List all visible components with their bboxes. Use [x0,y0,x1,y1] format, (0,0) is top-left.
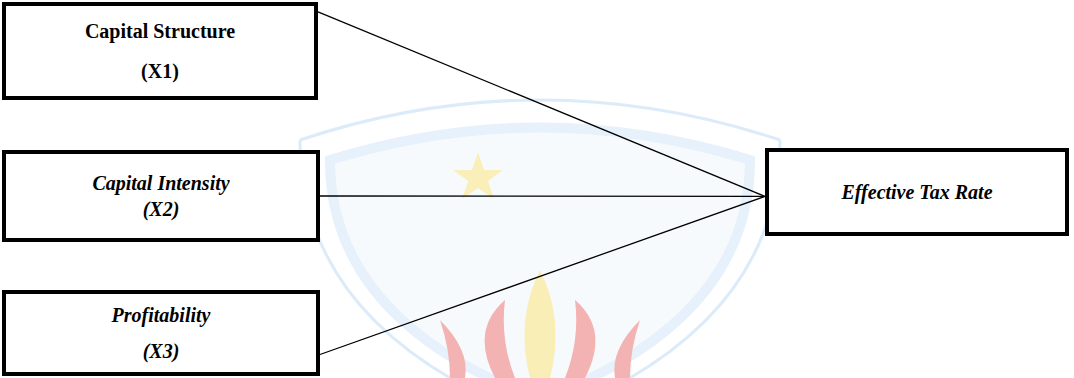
variable-box: Capital Intensity (X2) [2,150,320,242]
logo-star [453,152,503,199]
logo-flame [485,300,515,378]
logo-flame [440,320,466,378]
variable-label: Capital Structure (X1) [74,11,246,91]
connector-line [320,195,765,197]
variable-label: Profitability (X3) [101,297,221,369]
watermark-logo [300,100,780,378]
connector-line [318,12,765,197]
logo-shield [330,128,750,378]
logo-flame [614,320,640,378]
variable-box: Effective Tax Rate [765,148,1069,236]
variable-label: Capital Intensity (X2) [75,170,247,222]
variable-box: Capital Structure (X1) [2,2,318,100]
logo-flame [565,300,595,378]
logo-flame [524,270,555,378]
variable-label: Effective Tax Rate [841,179,992,205]
variable-box: Profitability (X3) [2,290,320,376]
connector-line [320,196,765,354]
